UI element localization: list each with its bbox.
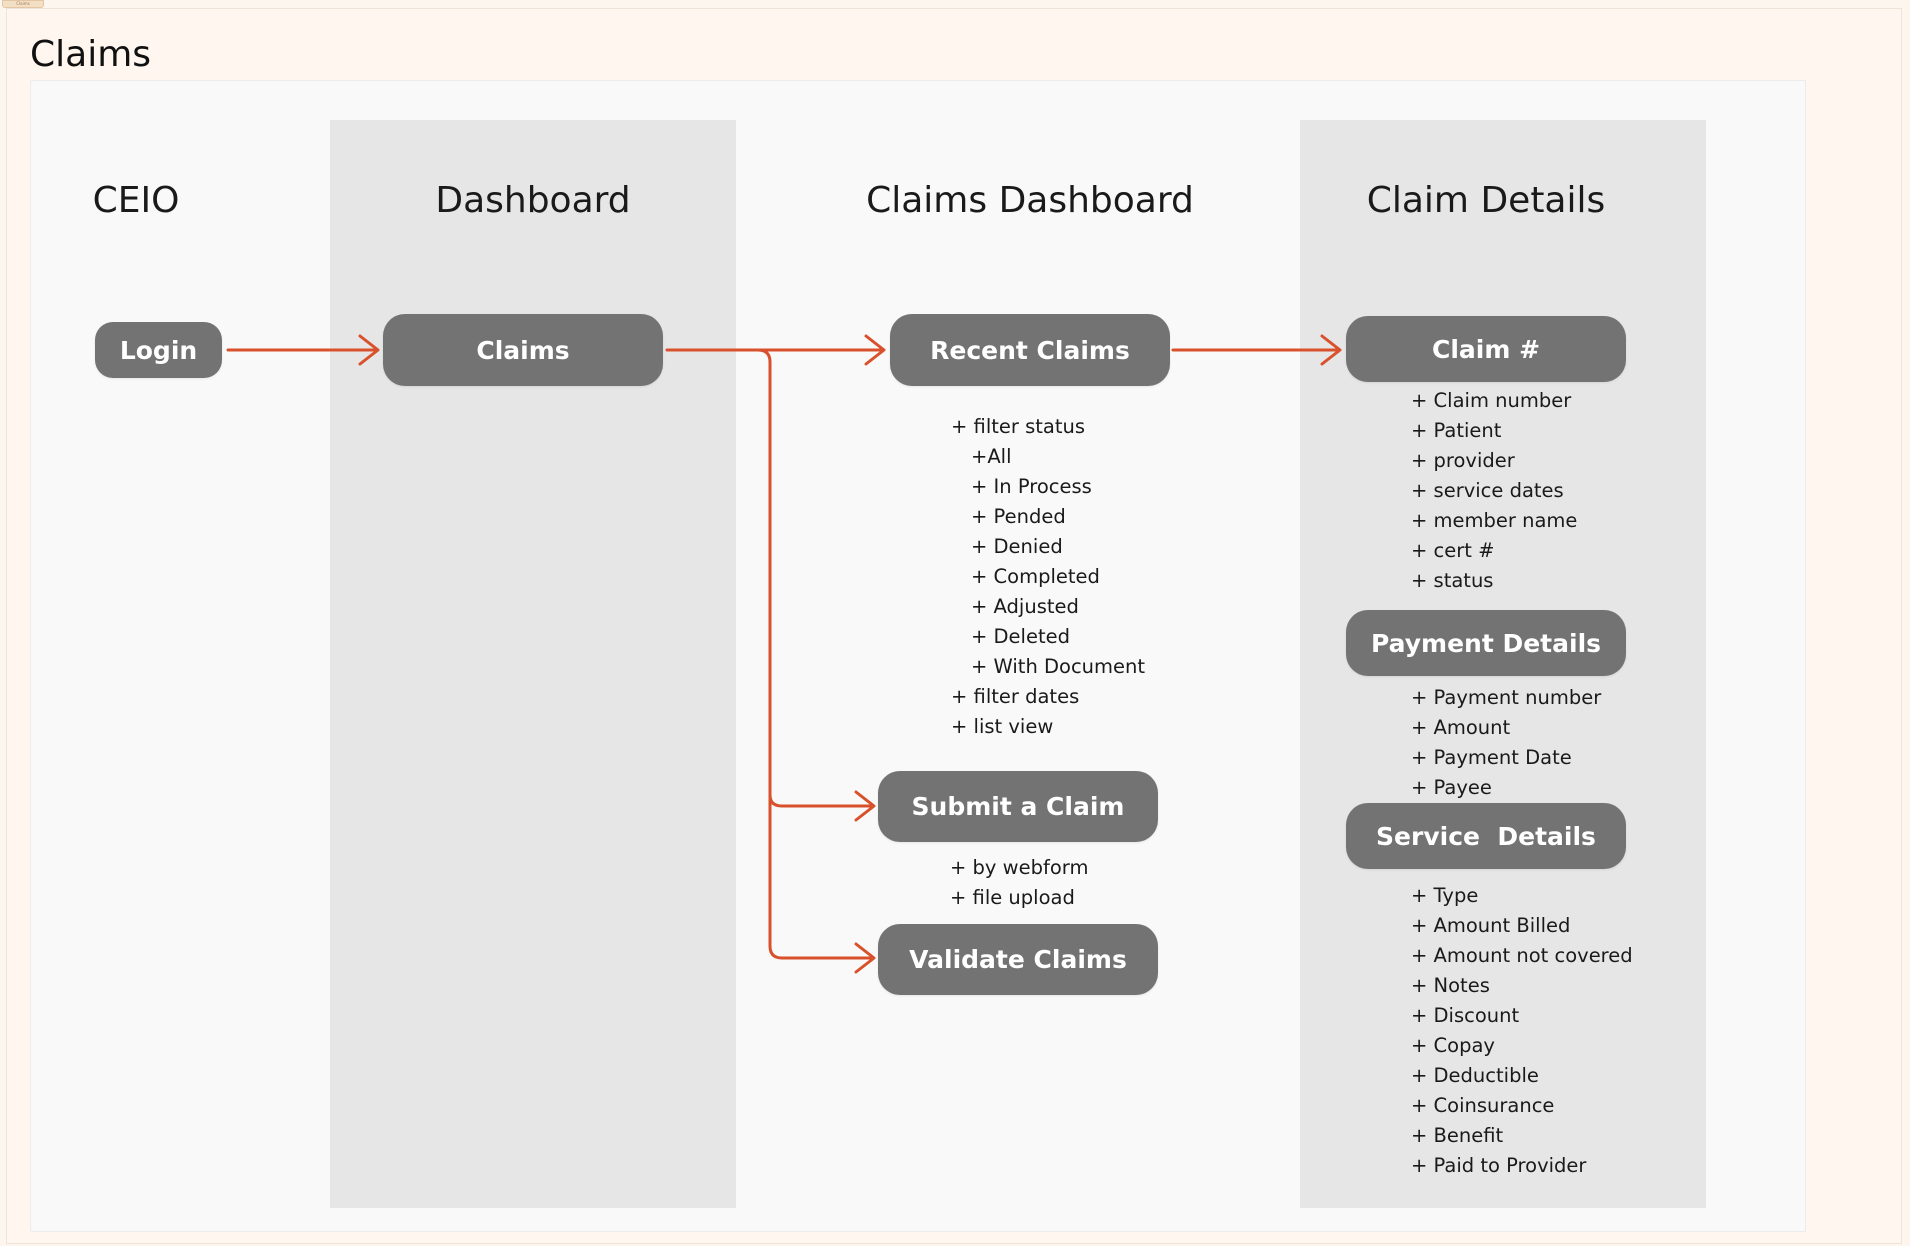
- list-item: + Amount Billed: [1411, 914, 1571, 937]
- payment-details-node[interactable]: Payment Details: [1346, 610, 1626, 676]
- list-item: + Claim number: [1411, 389, 1572, 412]
- list-item: + Coinsurance: [1411, 1094, 1555, 1117]
- list-item: + Amount not covered: [1411, 944, 1633, 967]
- recent-claims-node[interactable]: Recent Claims: [890, 314, 1170, 386]
- list-item: + cert #: [1411, 539, 1495, 562]
- list-item: + file upload: [950, 886, 1075, 909]
- list-item: + Patient: [1411, 419, 1502, 442]
- list-item: + Amount: [1411, 716, 1511, 739]
- claim-number-list: + Claim number + Patient + provider + servi…: [1411, 386, 1577, 596]
- list-item: + status: [1411, 569, 1494, 592]
- list-item: + Notes: [1411, 974, 1490, 997]
- claim-number-node[interactable]: Claim #: [1346, 316, 1626, 382]
- service-details-list: + Type + Amount Billed + Amount not covere…: [1411, 881, 1633, 1181]
- list-item: + Completed: [971, 565, 1100, 588]
- list-item: + Adjusted: [971, 595, 1079, 618]
- column-title-ceio: CEIO: [92, 180, 180, 221]
- list-item: + In Process: [971, 475, 1092, 498]
- list-item: + With Document: [971, 655, 1146, 678]
- list-item: + list view: [951, 715, 1054, 738]
- list-item: +All: [971, 445, 1012, 468]
- list-item: + Payee: [1411, 776, 1492, 799]
- list-item: + by webform: [950, 856, 1089, 879]
- payment-details-list: + Payment number + Amount + Payment Date + …: [1411, 683, 1601, 803]
- list-item: + Discount: [1411, 1004, 1520, 1027]
- login-node[interactable]: Login: [95, 322, 222, 378]
- frame-tag[interactable]: Claims: [2, 0, 44, 8]
- list-item: + member name: [1411, 509, 1578, 532]
- list-item: + service dates: [1411, 479, 1564, 502]
- list-item: + provider: [1411, 449, 1515, 472]
- section-title: Claims: [30, 34, 152, 75]
- list-item: + filter dates: [951, 685, 1080, 708]
- recent-claims-list: + filter status +All + In Process + Pended +…: [951, 412, 1145, 742]
- submit-claim-node[interactable]: Submit a Claim: [878, 771, 1158, 842]
- list-item: + Pended: [971, 505, 1066, 528]
- lane-dashboard: [330, 120, 736, 1208]
- list-item: + Payment number: [1411, 686, 1602, 709]
- list-item: + Benefit: [1411, 1124, 1504, 1147]
- submit-claim-list: + by webform + file upload: [950, 853, 1088, 913]
- list-item: + Denied: [971, 535, 1063, 558]
- service-details-node[interactable]: Service Details: [1346, 803, 1626, 869]
- list-item: + Type: [1411, 884, 1479, 907]
- list-item: + Payment Date: [1411, 746, 1572, 769]
- list-item: + Paid to Provider: [1411, 1154, 1587, 1177]
- list-item: + Copay: [1411, 1034, 1495, 1057]
- column-title-dashboard: Dashboard: [435, 180, 631, 221]
- list-item: + Deductible: [1411, 1064, 1539, 1087]
- claims-node[interactable]: Claims: [383, 314, 663, 386]
- column-title-claims-dashboard: Claims Dashboard: [866, 180, 1194, 221]
- list-item: + filter status: [951, 415, 1086, 438]
- list-item: + Deleted: [971, 625, 1070, 648]
- column-title-claim-details: Claim Details: [1366, 180, 1606, 221]
- validate-claims-node[interactable]: Validate Claims: [878, 924, 1158, 995]
